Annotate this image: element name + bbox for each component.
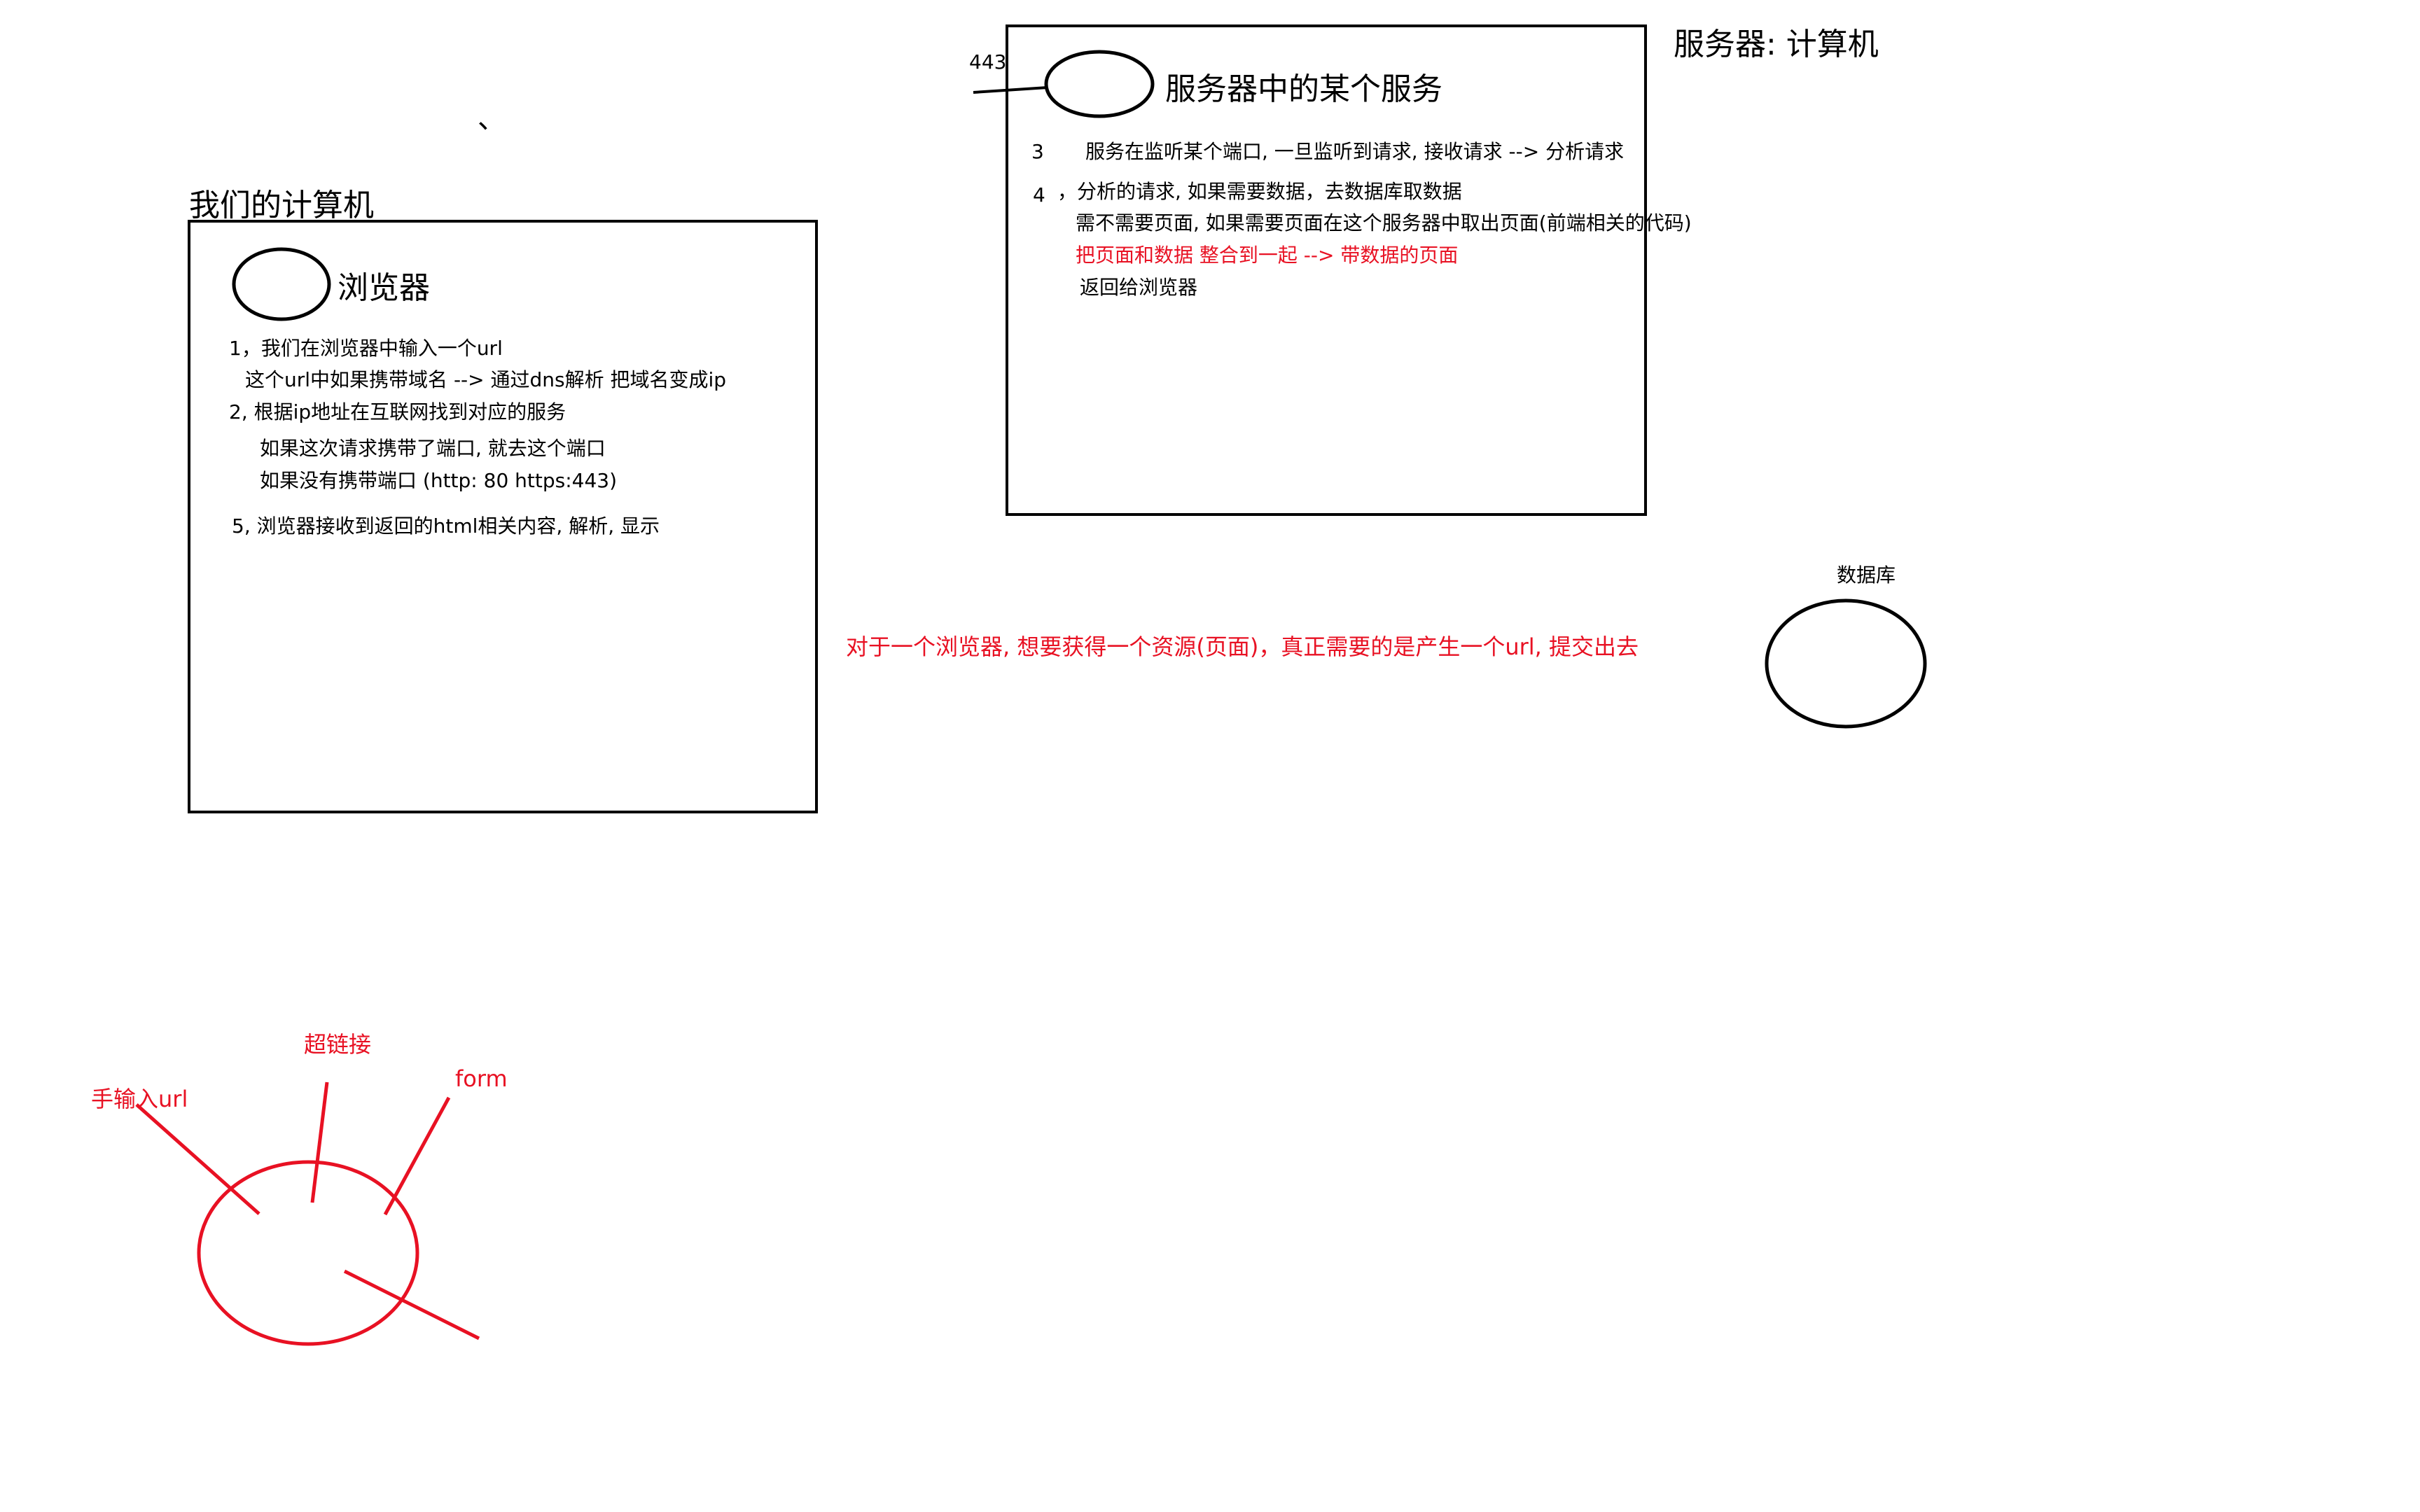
client-step-2-default-port: 如果没有携带端口 (http: 80 https:443) (260, 469, 618, 492)
client-computer-heading: 我们的计算机 (189, 188, 374, 223)
request-ellipse (197, 1160, 419, 1346)
server-step-4-line-1: ，分析的请求, 如果需要数据，去数据库取数据 (1057, 180, 1462, 203)
form-label: form (455, 1065, 508, 1092)
database-label: 数据库 (1837, 564, 1896, 587)
port-label: 443 (969, 50, 1007, 74)
summary-note: 对于一个浏览器, 想要获得一个资源(页面)，真正需要的是产生一个url, 提交出… (846, 634, 1639, 660)
server-step-3-number: 3 (1031, 140, 1044, 163)
browser-label: 浏览器 (338, 270, 430, 306)
server-step-4-number: 4 (1033, 183, 1045, 206)
client-step-1: 1，我们在浏览器中输入一个url (229, 337, 503, 360)
server-step-4-line-3: 把页面和数据 整合到一起 --> 带数据的页面 (1076, 244, 1459, 267)
database-ellipse (1765, 598, 1927, 729)
manual-url-label: 手输入url (91, 1086, 188, 1112)
stray-mark: 、 (478, 103, 506, 135)
service-label: 服务器中的某个服务 (1165, 71, 1442, 107)
hyperlink-arrow (310, 1082, 329, 1203)
server-step-4-line-2: 需不需要页面, 如果需要页面在这个服务器中取出页面(前端相关的代码) (1076, 211, 1692, 234)
browser-ellipse (232, 247, 331, 321)
port-line (973, 86, 1048, 94)
server-step-4-line-4: 返回给浏览器 (1080, 276, 1198, 299)
outgoing-request-line (343, 1269, 480, 1340)
hyperlink-label: 超链接 (304, 1031, 372, 1058)
client-computer-box (188, 220, 818, 813)
server-heading: 服务器: 计算机 (1674, 27, 1879, 62)
client-step-2-port: 如果这次请求携带了端口, 就去这个端口 (260, 437, 606, 460)
client-step-5: 5, 浏览器接收到返回的html相关内容, 解析, 显示 (232, 514, 660, 538)
server-box (1006, 24, 1647, 516)
client-step-2: 2, 根据ip地址在互联网找到对应的服务 (229, 400, 566, 424)
manual-url-arrow (135, 1103, 260, 1215)
service-ellipse (1044, 50, 1155, 118)
server-step-3-text: 服务在监听某个端口, 一旦监听到请求, 接收请求 --> 分析请求 (1085, 140, 1625, 163)
client-step-1-detail: 这个url中如果携带域名 --> 通过dns解析 把域名变成ip (245, 368, 727, 391)
form-arrow (383, 1096, 451, 1216)
